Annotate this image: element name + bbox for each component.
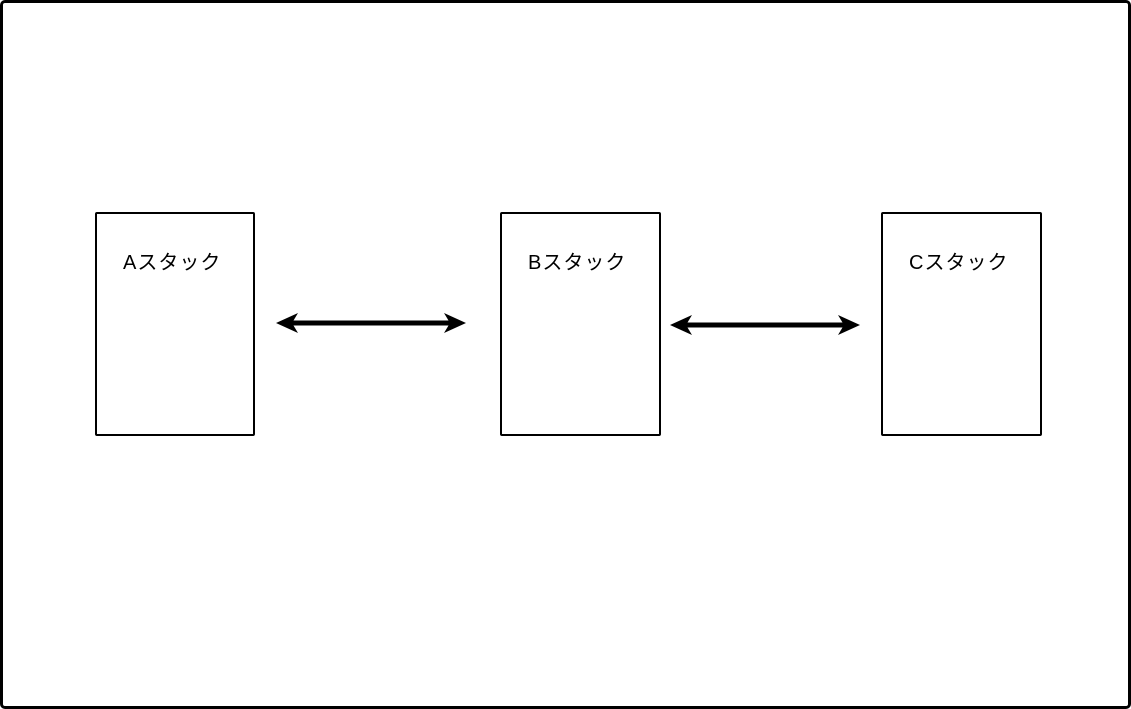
node-a-label: Aスタック bbox=[123, 252, 222, 274]
node-b-stack: Bスタック bbox=[500, 212, 661, 436]
bidirectional-arrow-a-b bbox=[275, 309, 467, 337]
double-arrow-icon bbox=[276, 313, 466, 333]
node-a-stack: Aスタック bbox=[95, 212, 255, 436]
node-c-stack: Cスタック bbox=[881, 212, 1042, 436]
bidirectional-arrow-b-c bbox=[669, 311, 861, 339]
node-b-label: Bスタック bbox=[528, 252, 627, 274]
node-c-label: Cスタック bbox=[909, 252, 1009, 274]
double-arrow-icon bbox=[670, 315, 860, 335]
